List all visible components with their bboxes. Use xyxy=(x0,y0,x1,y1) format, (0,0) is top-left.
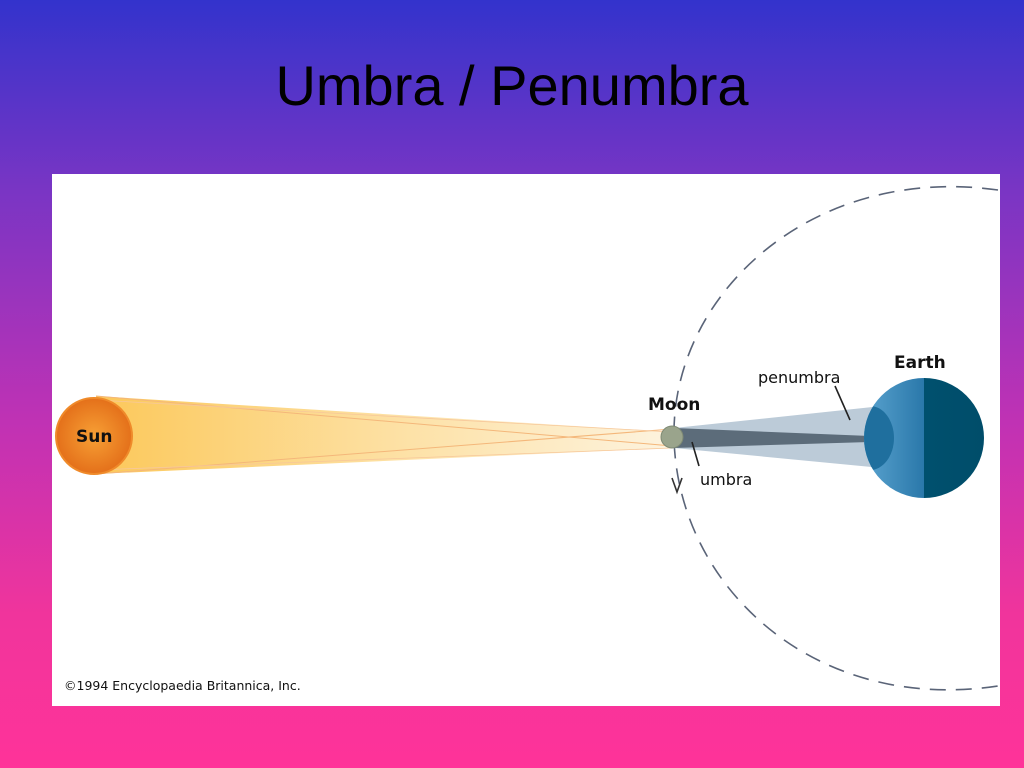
ray-line xyxy=(95,395,673,447)
sun xyxy=(55,397,133,475)
earth xyxy=(864,378,984,498)
penumbra-label: penumbra xyxy=(758,368,840,387)
penumbra-leader-line xyxy=(834,385,851,421)
umbra-shadow xyxy=(674,428,870,448)
orbit-arrow-icon xyxy=(671,477,683,495)
ray-line xyxy=(95,447,673,471)
sunlight-cone xyxy=(96,396,672,474)
umbra-leader-line xyxy=(691,441,700,467)
slide-title: Umbra / Penumbra xyxy=(275,54,749,117)
copyright-text: ©1994 Encyclopaedia Britannica, Inc. xyxy=(64,678,301,693)
sun-label: Sun xyxy=(76,427,112,447)
ray-line xyxy=(95,399,673,433)
moon-orbit-path xyxy=(673,185,999,691)
earth-label: Earth xyxy=(894,353,946,373)
diagram-panel: Sun Moon Earth penumbra umbra ©1994 Ency… xyxy=(52,174,1000,706)
umbra-label: umbra xyxy=(700,470,752,489)
eclipse-diagram: Sun Moon Earth penumbra umbra ©1994 Ency… xyxy=(55,185,999,693)
moon-label: Moon xyxy=(648,395,700,415)
moon xyxy=(660,425,684,449)
